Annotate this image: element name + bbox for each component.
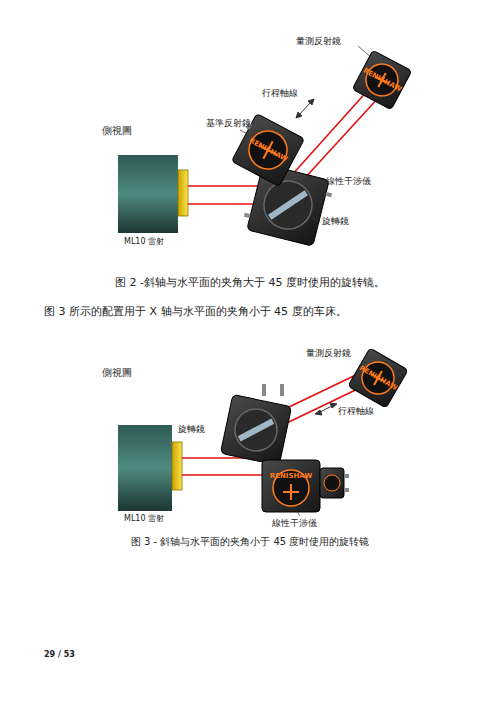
view-label: 側視圖 [102, 125, 132, 137]
mount-pin [280, 384, 284, 396]
laser-aperture [178, 170, 188, 216]
part-label: ML10 雷射 [124, 514, 164, 524]
leader-line [240, 46, 372, 222]
part-label: 量測反射鏡 [296, 36, 341, 47]
leader-line [296, 364, 366, 516]
laser-aperture [172, 442, 182, 490]
part-label: 線性干涉儀 [272, 518, 317, 529]
laser-body [118, 155, 178, 233]
interferometer [262, 460, 349, 512]
paragraph-text: 图 3 所示的配置用于 X 轴与水平面的夹角小于 45 度的车床。 [44, 305, 347, 318]
part-label: ML10 雷射 [124, 237, 164, 247]
part-label: 量測反射鏡 [306, 348, 351, 359]
rotating-mirror [220, 394, 291, 465]
rotating-mirror [241, 162, 335, 247]
axis-label: 行程軸線 [338, 406, 374, 417]
figure-caption: 图 2 -斜轴与水平面的夹角大于 45 度时使用的旋转镜。 [115, 276, 385, 289]
part-label: 基準反射鏡 [206, 118, 251, 129]
measuring-mirror [348, 348, 408, 408]
travel-arrow [296, 99, 314, 118]
brand-mark: RENISHAW [270, 472, 312, 480]
axis-label: 行程軸線 [262, 88, 298, 99]
mount-pin [262, 384, 266, 396]
travel-arrow [315, 403, 337, 415]
view-label: 側視圖 [102, 367, 132, 379]
measuring-mirror [352, 50, 412, 110]
figure-caption: 图 3 - 斜轴与水平面的夹角小于 45 度时使用的旋转镜 [131, 536, 370, 548]
part-label: 旋轉鏡 [322, 216, 349, 227]
laser-body [118, 425, 172, 511]
part-label: 線性干涉儀 [326, 176, 371, 187]
page-number: 29 / 53 [44, 650, 75, 660]
part-label: 旋轉鏡 [178, 424, 205, 435]
